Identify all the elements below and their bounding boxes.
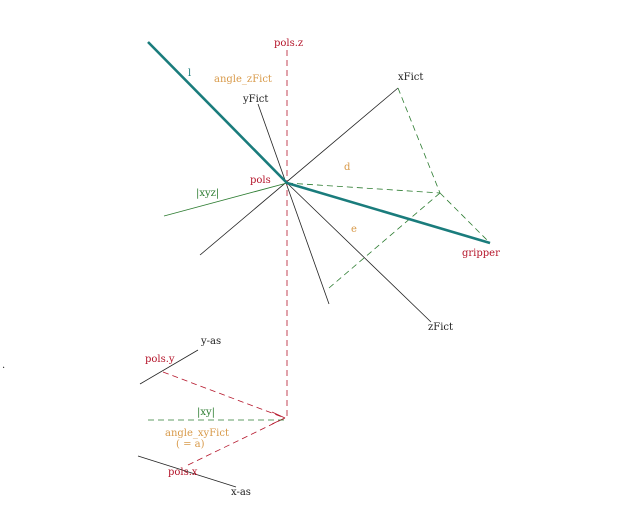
zfict-label: zFict: [428, 322, 453, 333]
pols-y-label: pols.y: [145, 354, 175, 365]
pols-y-projection-dashed: [162, 371, 286, 419]
angle-xyfict-label: angle_xyFict: [165, 428, 229, 439]
x-as-axis-line: [137, 455, 237, 488]
xyz-projection-dashed: [439, 192, 491, 244]
xfict-axis-line: [199, 87, 399, 256]
pols-x-projection-dashed: [187, 417, 286, 466]
pols-z-label: pols.z: [274, 38, 303, 49]
zfict-axis-line: [286, 182, 432, 323]
xfict-to-d-dashed: [397, 87, 441, 194]
eq-a-label: ( = a): [176, 439, 205, 450]
d-vector-dashed: [286, 182, 441, 194]
pols-x-label: pols.x: [168, 467, 198, 478]
gripper-label: gripper: [462, 248, 500, 259]
e-vector-dashed: [328, 192, 441, 289]
d-label: d: [344, 162, 351, 173]
xy-label: |xy|: [197, 407, 215, 418]
robot-arm-line: [147, 41, 491, 245]
yfict-axis-line: [257, 103, 330, 305]
yfict-label: yFict: [242, 94, 268, 105]
arrow-head-bottom: [271, 417, 286, 425]
stray-dot-mark: .: [2, 360, 5, 371]
y-as-axis-line: [139, 349, 199, 385]
x-as-label: x-as: [231, 487, 251, 498]
pols-label: pols: [250, 175, 271, 186]
l-label: l: [188, 68, 191, 79]
xyz-label: |xyz|: [196, 188, 219, 199]
xyz-solid-line: [163, 182, 288, 217]
arrow-head-top: [271, 411, 286, 419]
xfict-label: xFict: [398, 72, 423, 83]
angle-zfict-label: angle_zFict: [214, 74, 272, 85]
y-as-label: y-as: [200, 336, 221, 347]
e-label: e: [351, 224, 357, 235]
